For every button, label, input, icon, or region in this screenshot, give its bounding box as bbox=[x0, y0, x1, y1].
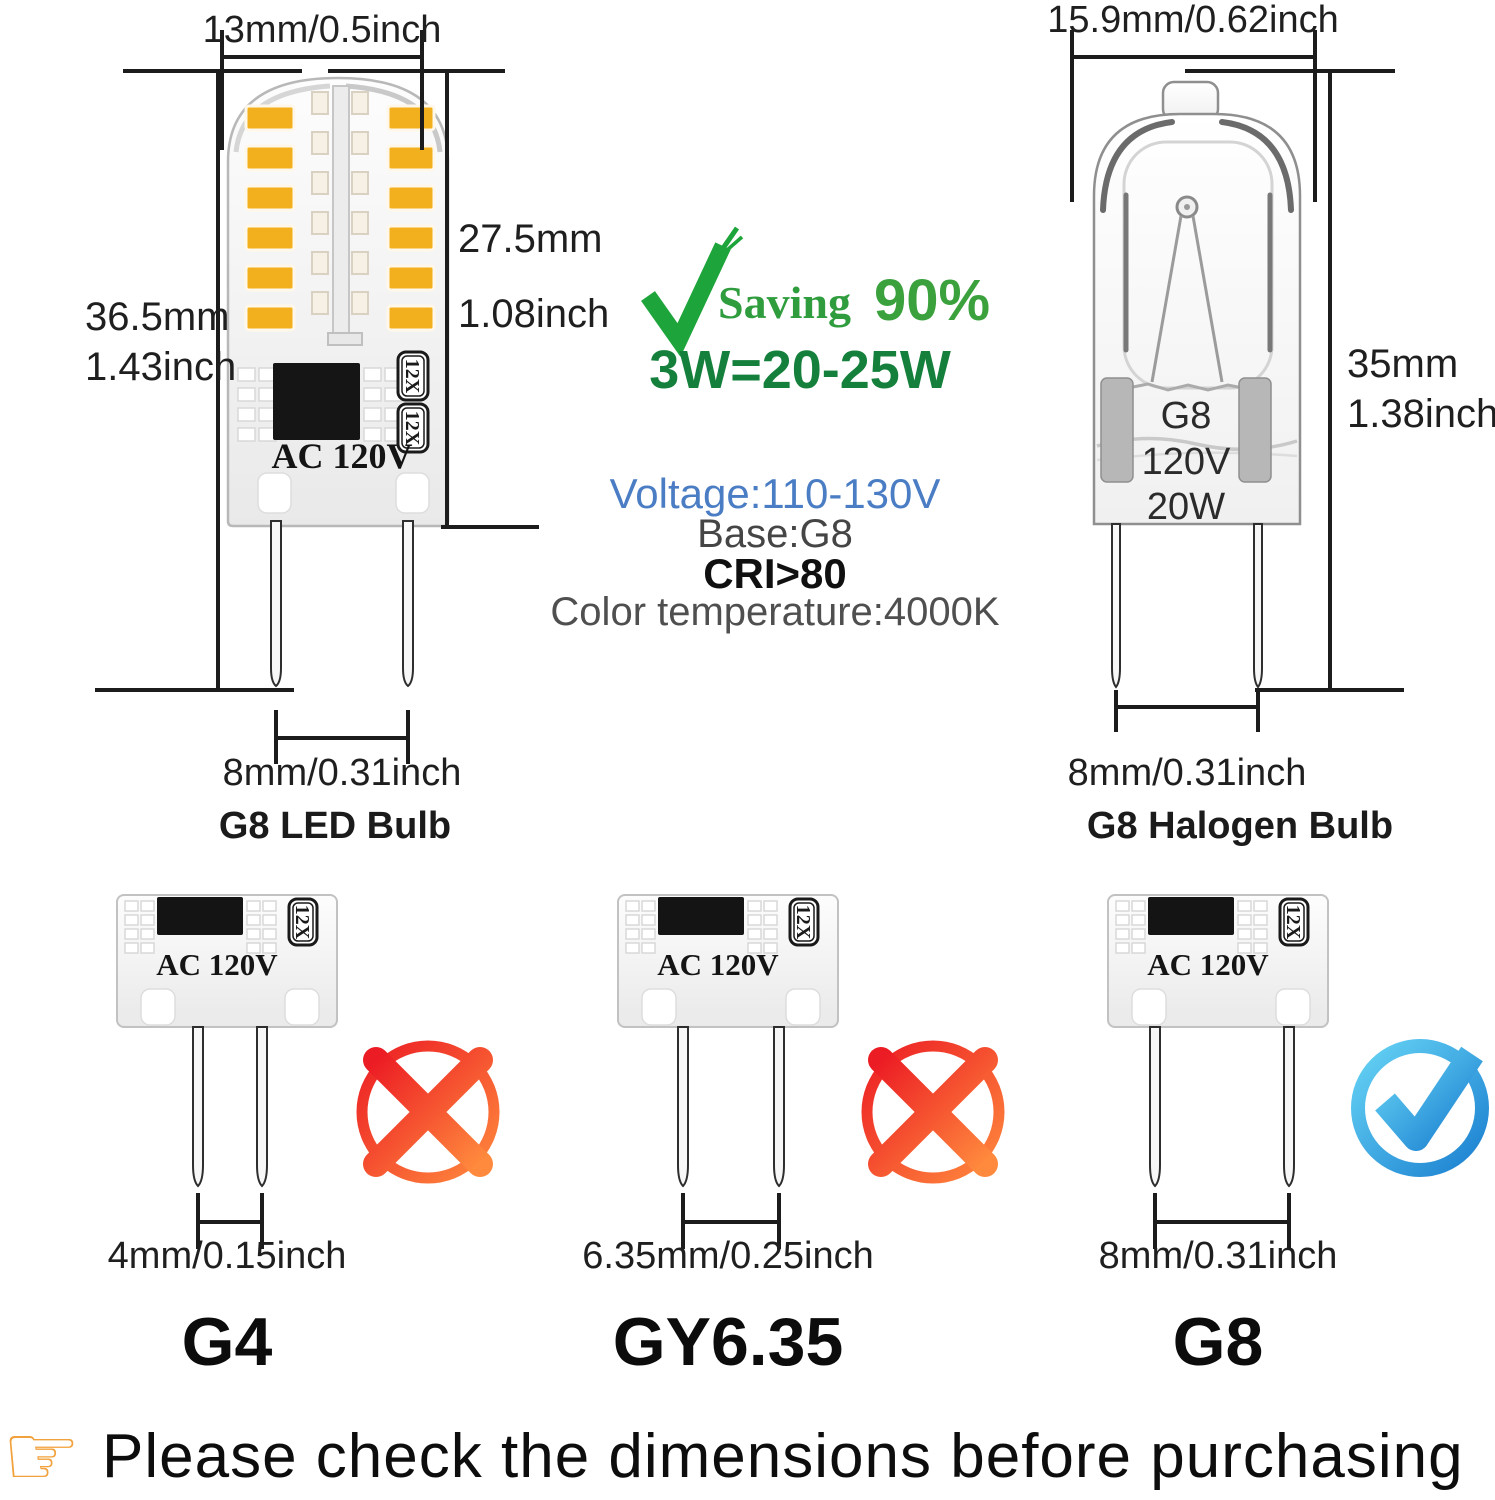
led-body-mm-label: 27.5mm bbox=[458, 217, 603, 261]
spec-voltage: Voltage:110-130V bbox=[610, 470, 941, 517]
g4-12x-badge: 12X bbox=[291, 905, 313, 940]
green-check-icon bbox=[641, 226, 744, 357]
led-bulb-drawing: 12X 12X AC 120V bbox=[226, 76, 450, 688]
halogen-height-inch-label: 1.38inch bbox=[1347, 392, 1495, 436]
base-g4: 12X AC 120V 4mm/0.15inch G4 bbox=[108, 893, 347, 1380]
saving-label: Saving bbox=[718, 277, 851, 328]
halogen-pin-left bbox=[1111, 523, 1121, 689]
base-g8: 12X AC 120V 8mm/0.31inch G8 bbox=[1099, 893, 1338, 1380]
pointing-hand-icon: ☞ bbox=[2, 1404, 81, 1500]
red-cross-icon-gy635 bbox=[861, 1040, 1005, 1184]
halogen-filament bbox=[1127, 195, 1249, 392]
spec-color-temperature: Color temperature:4000K bbox=[550, 590, 999, 634]
g4-pin-spacing-label: 4mm/0.15inch bbox=[108, 1235, 347, 1277]
led-dimension-lines bbox=[95, 30, 539, 764]
led-bulb-name: G8 LED Bulb bbox=[219, 805, 451, 847]
halogen-marking-wattage: 20W bbox=[1147, 486, 1225, 528]
led-driver-section: 12X 12X AC 120V bbox=[237, 350, 430, 514]
led-pin-right bbox=[402, 520, 414, 688]
led-ic-chip bbox=[273, 363, 360, 440]
footer-note: ☞ Please check the dimensions before pur… bbox=[2, 1404, 1464, 1500]
halogen-marking-base: G8 bbox=[1161, 395, 1212, 437]
led-height-inch-label: 1.43inch bbox=[85, 345, 236, 389]
specs-block: Saving 90% 3W=20-25W Voltage:110-130V Ba… bbox=[550, 226, 1000, 634]
g8-pin-right bbox=[1283, 1026, 1295, 1188]
g4-pin-right bbox=[256, 1026, 268, 1188]
halogen-width-label: 15.9mm/0.62inch bbox=[1047, 0, 1339, 41]
g4-dimension-lines bbox=[196, 1193, 264, 1249]
gy635-voltage-marking: AC 120V bbox=[657, 947, 779, 982]
halogen-bulb-diagram: G8 120V 20W 15.9mm/0.62inch 35mm 1.38inc… bbox=[1047, 0, 1495, 847]
halogen-marking-voltage: 120V bbox=[1142, 441, 1231, 483]
gy635-name: GY6.35 bbox=[613, 1304, 844, 1380]
g8-pin-spacing-label: 8mm/0.31inch bbox=[1099, 1235, 1338, 1277]
base-gy635: 12X AC 120V 6.35mm/0.25inch GY6.35 bbox=[582, 893, 874, 1380]
led-pin-spacing-label: 8mm/0.31inch bbox=[223, 752, 462, 794]
led-pin-left bbox=[270, 520, 282, 688]
led-height-mm-label: 36.5mm bbox=[85, 295, 230, 339]
spec-cri: CRI>80 bbox=[703, 550, 847, 597]
halogen-bulb-drawing: G8 120V 20W bbox=[1092, 80, 1302, 689]
g4-name: G4 bbox=[182, 1304, 273, 1380]
gy635-dimension-lines bbox=[681, 1193, 781, 1249]
g8-name: G8 bbox=[1173, 1304, 1264, 1380]
g8-voltage-marking: AC 120V bbox=[1147, 947, 1269, 982]
g8-pin-left bbox=[1149, 1026, 1161, 1188]
g8-12x-badge: 12X bbox=[1282, 905, 1304, 940]
red-cross-icon-g4 bbox=[356, 1040, 500, 1184]
led-voltage-marking: AC 120V bbox=[272, 436, 413, 476]
g8-dimension-lines bbox=[1153, 1193, 1291, 1249]
led-bulb-diagram: 12X 12X AC 120V bbox=[85, 9, 609, 847]
gy635-pin-right bbox=[773, 1026, 785, 1188]
wattage-equivalence: 3W=20-25W bbox=[649, 340, 951, 400]
led-center-column bbox=[311, 85, 369, 346]
led-12x-badge-2: 12X bbox=[401, 411, 423, 446]
g4-voltage-marking: AC 120V bbox=[156, 947, 278, 982]
gy635-12x-badge: 12X bbox=[792, 905, 814, 940]
halogen-bulb-name: G8 Halogen Bulb bbox=[1087, 805, 1393, 847]
gy635-pin-left bbox=[677, 1026, 689, 1188]
spec-base: Base:G8 bbox=[697, 512, 853, 556]
led-12x-badge-1: 12X bbox=[401, 359, 423, 394]
gy635-pin-spacing-label: 6.35mm/0.25inch bbox=[582, 1235, 874, 1277]
halogen-pin-spacing-label: 8mm/0.31inch bbox=[1068, 752, 1307, 794]
footer-note-text: Please check the dimensions before purch… bbox=[102, 1422, 1464, 1491]
led-body-inch-label: 1.08inch bbox=[458, 292, 609, 336]
led-width-label: 13mm/0.5inch bbox=[203, 9, 442, 51]
saving-value: 90% bbox=[874, 268, 990, 333]
halogen-pin-right bbox=[1253, 523, 1263, 689]
led-chips bbox=[244, 104, 436, 332]
g4-pin-left bbox=[192, 1026, 204, 1188]
halogen-dimension-lines bbox=[1070, 30, 1404, 732]
blue-check-icon-g8 bbox=[1351, 1039, 1489, 1177]
halogen-height-mm-label: 35mm bbox=[1347, 342, 1458, 386]
